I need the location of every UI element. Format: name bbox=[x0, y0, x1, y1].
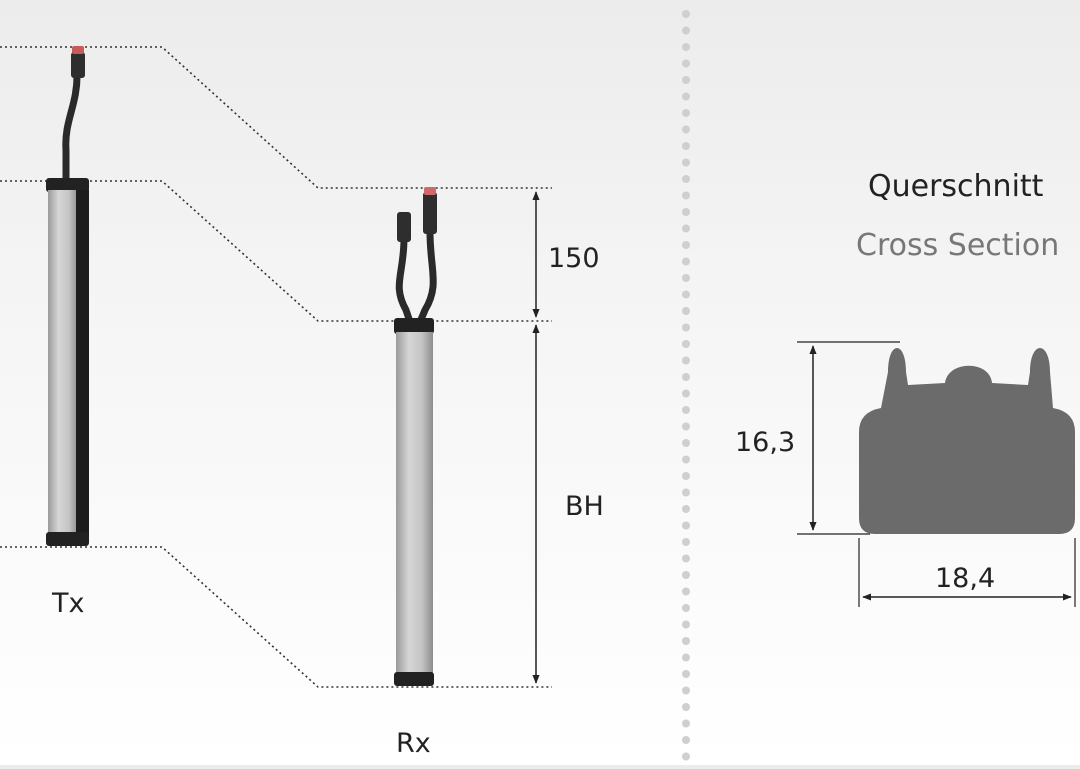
separator-dot bbox=[682, 175, 690, 183]
cross-section-profile bbox=[859, 348, 1075, 534]
dotted-separator bbox=[682, 10, 690, 761]
separator-dot bbox=[682, 76, 690, 84]
separator-dot bbox=[682, 109, 690, 117]
separator-dot bbox=[682, 208, 690, 216]
separator-dot bbox=[682, 92, 690, 101]
separator-dot bbox=[682, 224, 690, 233]
tx-connector-tip bbox=[72, 46, 84, 54]
section-title-german: Querschnitt bbox=[868, 169, 1044, 204]
separator-dot bbox=[682, 241, 690, 249]
rx-connector-right bbox=[423, 192, 437, 234]
section-title-english: Cross Section bbox=[856, 228, 1059, 263]
separator-dot bbox=[682, 59, 690, 68]
rx-connector-left bbox=[397, 212, 411, 242]
separator-dot bbox=[682, 10, 690, 18]
tx-end-cap-top bbox=[46, 178, 89, 192]
beam-height-label: BH bbox=[565, 491, 604, 522]
separator-dot bbox=[682, 158, 690, 167]
tx-cable bbox=[62, 68, 81, 186]
separator-dot bbox=[682, 290, 690, 299]
tx-connector bbox=[71, 52, 85, 78]
separator-dot bbox=[682, 26, 690, 35]
separator-dot bbox=[682, 637, 690, 645]
transmitter-sensor bbox=[46, 46, 89, 546]
separator-dot bbox=[682, 356, 690, 365]
profile-width-label: 18,4 bbox=[935, 563, 995, 594]
separator-dot bbox=[682, 389, 690, 398]
separator-dot bbox=[682, 521, 690, 530]
separator-dot bbox=[682, 538, 690, 546]
separator-dot bbox=[682, 323, 690, 332]
profile-height-label: 16,3 bbox=[735, 427, 795, 458]
receiver-label: Rx bbox=[396, 728, 431, 759]
separator-dot bbox=[682, 620, 690, 629]
rx-cable-right bbox=[416, 228, 437, 326]
separator-dot bbox=[682, 703, 690, 711]
separator-dot bbox=[682, 257, 690, 266]
separator-dot bbox=[682, 307, 690, 315]
rx-housing bbox=[396, 332, 433, 676]
separator-dot bbox=[682, 406, 690, 414]
transmitter-label: Tx bbox=[51, 588, 84, 619]
separator-dot bbox=[682, 274, 690, 282]
separator-dot bbox=[682, 43, 690, 51]
separator-dot bbox=[682, 653, 690, 662]
tx-housing bbox=[48, 190, 78, 536]
separator-dot bbox=[682, 604, 690, 612]
separator-dot bbox=[682, 488, 690, 497]
separator-dot bbox=[682, 554, 690, 563]
receiver-sensor bbox=[394, 187, 437, 686]
tx-end-cap-bottom bbox=[46, 532, 89, 546]
separator-dot bbox=[682, 719, 690, 728]
separator-dot bbox=[682, 736, 690, 744]
rx-cable-left bbox=[395, 234, 414, 326]
rx-end-cap-bottom bbox=[394, 672, 434, 686]
separator-dot bbox=[682, 191, 690, 200]
projection-line-housing-bottom bbox=[0, 546, 552, 688]
separator-dot bbox=[682, 587, 690, 596]
separator-dot bbox=[682, 455, 690, 464]
separator-dot bbox=[682, 472, 690, 480]
separator-dot bbox=[682, 505, 690, 513]
separator-dot bbox=[682, 439, 690, 447]
rx-end-cap-top bbox=[394, 318, 434, 334]
separator-dot bbox=[682, 340, 690, 348]
separator-dot bbox=[682, 571, 690, 579]
separator-dot bbox=[682, 142, 690, 150]
tx-front-window bbox=[76, 190, 89, 536]
cable-offset-label: 150 bbox=[548, 243, 600, 274]
separator-dot bbox=[682, 373, 690, 381]
separator-dot bbox=[682, 670, 690, 678]
rx-connector-tip bbox=[424, 187, 436, 195]
separator-dot bbox=[682, 125, 690, 134]
separator-dot bbox=[682, 422, 690, 431]
separator-dot bbox=[682, 752, 690, 761]
separator-dot bbox=[682, 686, 690, 695]
